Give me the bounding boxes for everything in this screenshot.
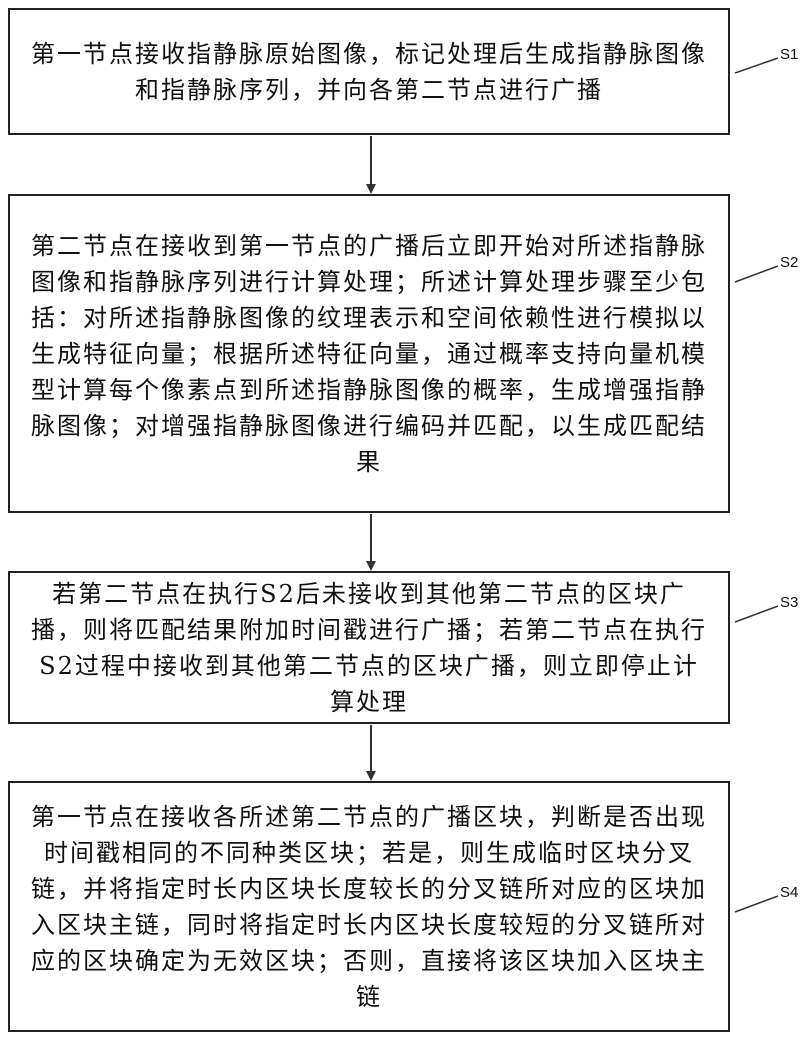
step-label-s2: S2	[780, 254, 798, 271]
step-label-s1: S1	[780, 46, 798, 63]
leader-s3	[735, 606, 778, 622]
leader-s1	[735, 58, 778, 73]
leader-s4	[735, 896, 778, 912]
step-label-s3: S3	[780, 594, 798, 611]
leader-s2	[735, 266, 778, 282]
step-label-s4: S4	[780, 884, 798, 901]
